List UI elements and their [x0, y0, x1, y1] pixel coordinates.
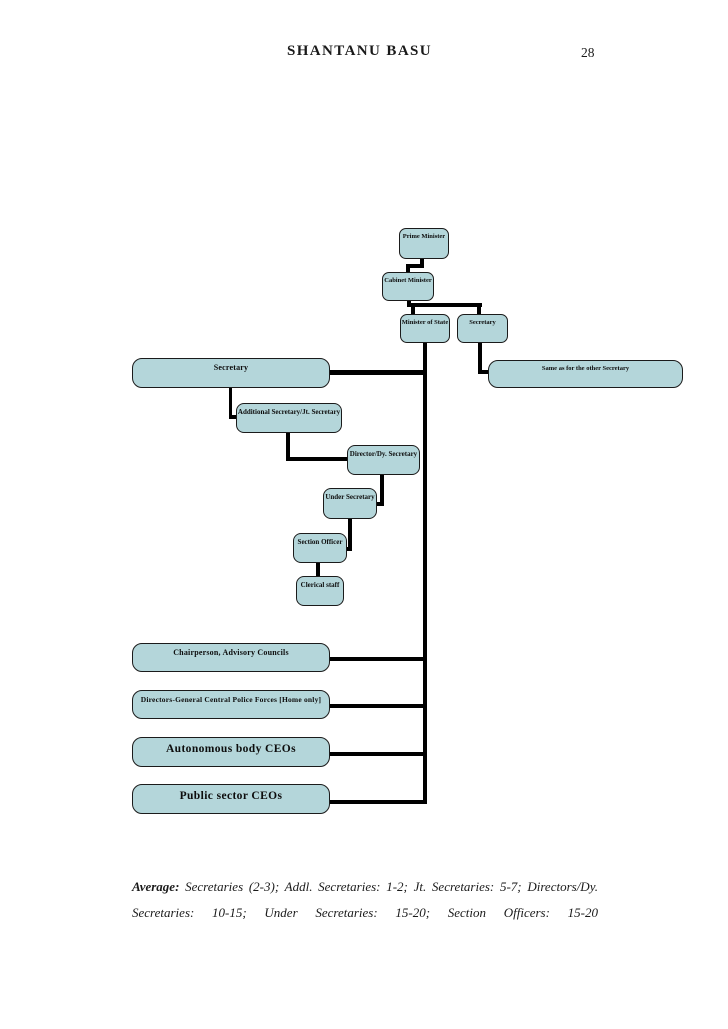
connector-same-as-other — [478, 370, 492, 374]
connector-clerical-in — [316, 561, 320, 578]
connector-stub-minister-of-state — [411, 303, 415, 317]
average-note-line1: Average: Secretaries (2-3); Addl. Secret… — [132, 878, 598, 895]
average-note-line1-text: Secretaries (2-3); Addl. Secretaries: 1-… — [185, 879, 598, 894]
connector-secretary-top-down — [478, 341, 482, 374]
connector-secretary-main-down — [229, 386, 232, 419]
node-autonomous-body-ceos: Autonomous body CEOs — [132, 737, 330, 767]
node-chairperson-advisory-councils: Chairperson, Advisory Councils — [132, 643, 330, 672]
average-note-line2: Secretaries: 10-15; Under Secretaries: 1… — [132, 904, 598, 921]
connector-pm-down — [420, 256, 424, 268]
connector-autonomous-spine — [328, 752, 425, 756]
node-public-sector-ceos: Public sector CEOs — [132, 784, 330, 814]
connector-pm-jog — [406, 264, 424, 268]
connector-director-in — [286, 457, 349, 461]
node-additional-secretary: Additional Secretary/Jt. Secretary — [236, 403, 342, 433]
node-section-officer: Section Officer — [293, 533, 347, 563]
average-note-line2-text: Secretaries: 10-15; Under Secretaries: 1… — [132, 905, 598, 920]
node-under-secretary: Under Secretary — [323, 488, 377, 519]
connector-cabinet-down — [407, 298, 411, 307]
connector-chairperson-spine — [328, 657, 425, 661]
connector-pm-cabinet — [406, 264, 410, 274]
connector-additional-down — [286, 431, 290, 461]
connector-director-down — [380, 473, 384, 506]
page-title: SHANTANU BASU — [287, 43, 433, 59]
page-number: 28 — [581, 45, 595, 60]
node-directors-general-police: Directors-General Central Police Forces … — [132, 690, 330, 719]
node-cabinet-minister: Cabinet Minister — [382, 272, 434, 301]
connector-cabinet-branch — [407, 303, 482, 307]
node-prime-minister: Prime Minister — [399, 228, 449, 259]
connector-section-officer-in — [342, 547, 352, 551]
connector-secretary-main-spine — [328, 370, 425, 375]
connector-directors-general-spine — [328, 704, 425, 708]
node-secretary-main: Secretary — [132, 358, 330, 388]
node-minister-of-state: Minister of State — [400, 314, 450, 343]
connector-stub-secretary-top — [477, 303, 481, 317]
connector-under-secretary-in — [373, 502, 384, 506]
node-clerical-staff: Clerical staff — [296, 576, 344, 606]
connector-public-sector-spine — [328, 800, 425, 804]
connector-under-down — [348, 517, 352, 551]
node-same-as-other-secretary: Same as for the other Secretary — [488, 360, 683, 388]
connector-main-spine — [423, 341, 427, 804]
average-label: Average: — [132, 879, 180, 894]
node-director-dy-secretary: Director/Dy. Secretary — [347, 445, 420, 475]
connector-additional-secretary-in — [229, 415, 239, 419]
node-secretary-top: Secretary — [457, 314, 508, 343]
average-note: Average: Secretaries (2-3); Addl. Secret… — [132, 878, 598, 930]
